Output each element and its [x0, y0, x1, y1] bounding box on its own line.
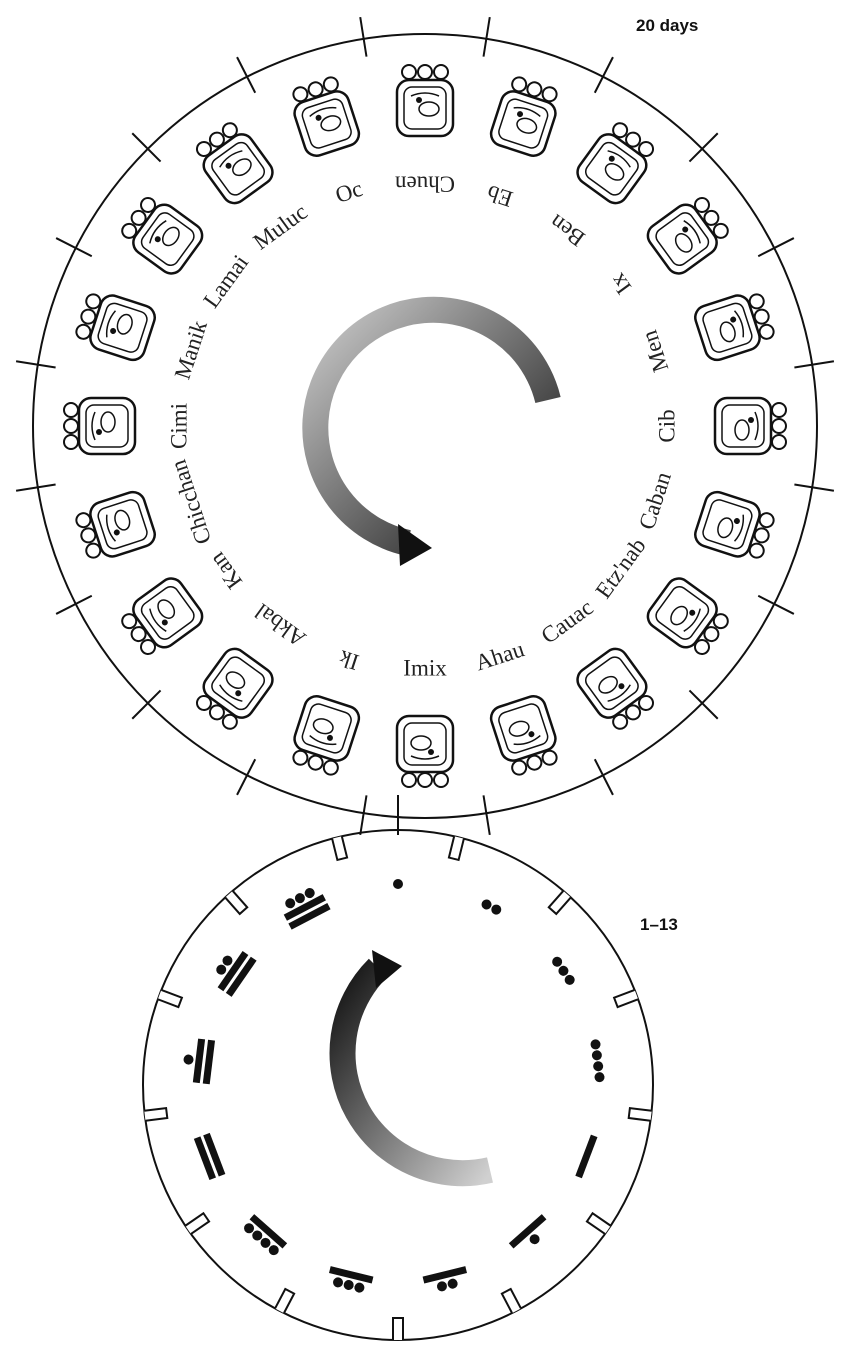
day-tick: [484, 795, 490, 835]
day-wheel-arrow: [315, 310, 548, 566]
number-mark-4: [590, 1039, 605, 1083]
day-glyph-manik: [73, 288, 158, 363]
day-glyph-ix: [643, 191, 733, 278]
day-name-ix: Ix: [605, 268, 637, 299]
number-mark-2: [480, 898, 503, 917]
day-glyph-chuen: [397, 65, 453, 136]
number-notch: [614, 990, 638, 1007]
day-glyph-caban: [692, 489, 777, 564]
day-glyph-kan: [116, 574, 206, 661]
day-tick: [484, 17, 490, 57]
day-name-men: Men: [636, 327, 673, 375]
number-notch: [275, 1289, 294, 1313]
day-tick: [16, 361, 56, 367]
number-notch: [144, 1108, 167, 1121]
number-marks: [181, 879, 605, 1295]
day-name-ik: Ik: [335, 645, 361, 675]
number-mark-10: [194, 1133, 225, 1180]
day-name-cimi: Cimi: [166, 403, 191, 449]
arrow-head: [398, 524, 432, 566]
day-tick: [794, 361, 834, 367]
day-glyph-akbal: [190, 644, 277, 734]
day-glyph-muluc: [190, 117, 277, 207]
day-name-cib: Cib: [654, 409, 679, 442]
day-name-ahau: Ahau: [472, 636, 528, 675]
number-notch: [332, 836, 347, 860]
arrow-head: [372, 950, 402, 988]
day-name-cauac: Cauac: [537, 595, 598, 649]
day-glyph-cauac: [573, 644, 660, 734]
day-name-chuen: Chuen: [394, 172, 455, 197]
day-name-etznab: Etz'nab: [591, 533, 651, 603]
number-notch: [393, 1318, 403, 1340]
day-glyph-eb: [488, 74, 563, 159]
number-mark-8: [326, 1266, 373, 1295]
number-wheel-notches: [144, 836, 651, 1340]
number-wheel-arrow: [343, 950, 490, 1173]
day-name-oc: Oc: [332, 176, 365, 208]
day-tick: [132, 133, 160, 161]
number-wheel: [143, 795, 653, 1340]
number-mark-12: [208, 944, 257, 997]
number-notch: [629, 1108, 652, 1121]
number-mark-9: [242, 1214, 288, 1257]
number-mark-11: [181, 1037, 215, 1084]
day-tick: [689, 133, 717, 161]
number-notch: [185, 1213, 209, 1234]
day-glyph-etznab: [643, 574, 733, 661]
day-name-lamai: Lamai: [198, 250, 253, 312]
number-mark-7: [423, 1266, 470, 1295]
number-notch: [449, 836, 464, 860]
day-tick: [794, 485, 834, 491]
number-wheel-rim: [143, 830, 653, 1340]
day-name-muluc: Muluc: [249, 199, 312, 255]
day-wheel-ticks: [16, 17, 834, 835]
day-name-manik: Manik: [170, 317, 212, 382]
number-mark-3: [550, 955, 576, 987]
day-glyph-ik: [287, 693, 362, 778]
day-glyph-ben: [573, 117, 660, 207]
number-mark-13: [278, 884, 330, 930]
number-notch: [587, 1213, 611, 1234]
day-glyph-ahau: [488, 693, 563, 778]
day-name-eb: Eb: [484, 180, 516, 212]
day-glyph-cib: [715, 398, 786, 454]
day-name-imix: Imix: [403, 655, 447, 680]
day-name-chicchan: Chicchan: [165, 456, 216, 547]
day-tick: [360, 17, 366, 57]
day-glyph-lamai: [116, 191, 206, 278]
day-tick: [16, 485, 56, 491]
day-tick: [360, 795, 366, 835]
day-name-akbal: Akbal: [250, 599, 310, 652]
day-glyph-chicchan: [73, 489, 158, 564]
number-mark-5: [575, 1135, 597, 1179]
day-glyph-cimi: [64, 398, 135, 454]
day-name-ben: Ben: [544, 209, 589, 251]
day-tick: [689, 690, 717, 718]
day-glyph-men: [692, 288, 777, 363]
day-name-kan: Kan: [204, 547, 247, 593]
day-glyph-imix: [397, 716, 453, 787]
number-mark-1: [393, 879, 403, 889]
day-tick: [132, 690, 160, 718]
number-notch: [502, 1289, 521, 1313]
number-mark-6: [509, 1214, 555, 1257]
day-glyph-oc: [287, 74, 362, 159]
number-notch: [158, 990, 182, 1007]
day-name-caban: Caban: [634, 468, 676, 532]
